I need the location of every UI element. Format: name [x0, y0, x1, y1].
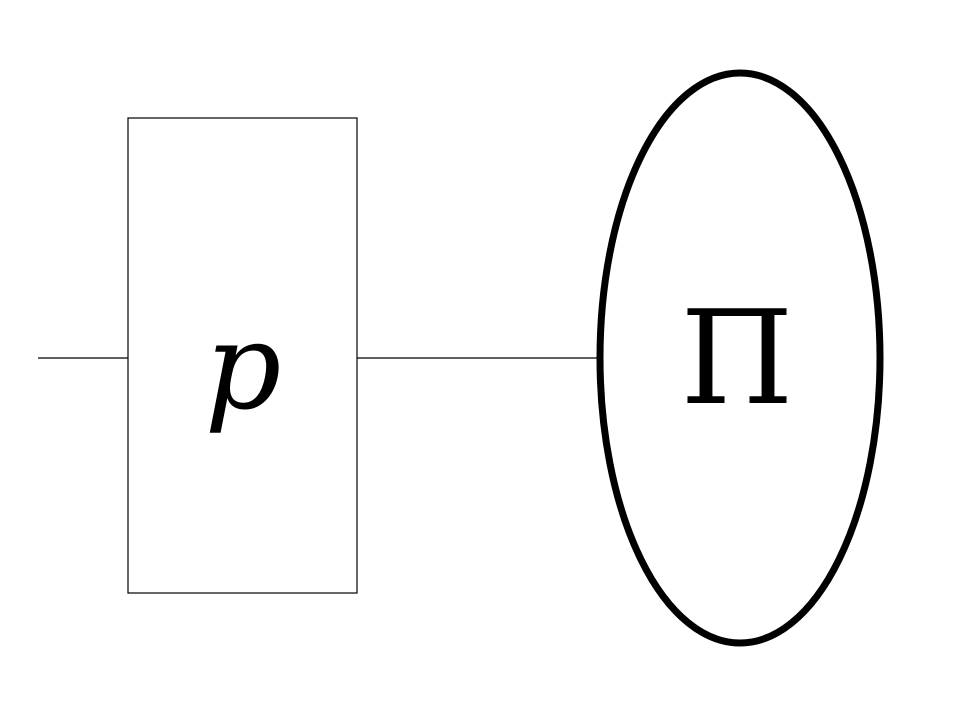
p-box-label: p: [205, 298, 282, 437]
pi-ellipse: [596, 69, 884, 647]
p-box: [127, 117, 358, 594]
pi-ellipse-label: Π: [680, 282, 793, 434]
